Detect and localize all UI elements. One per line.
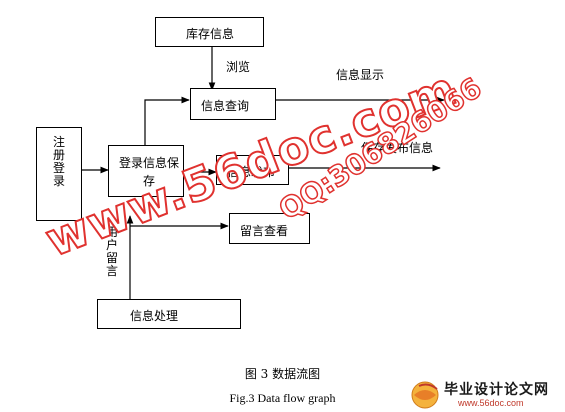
edge-label-browse: 浏览 <box>226 60 251 74</box>
node-save-login-label: 登录信息保存 <box>118 156 179 188</box>
edge-label-user-comment: 用户留言 <box>105 225 118 278</box>
node-processing-label: 信息处理 <box>130 309 179 323</box>
node-inventory-label: 库存信息 <box>186 27 235 41</box>
arrow-save-to-query <box>144 96 190 145</box>
brand-globe-icon <box>411 381 439 409</box>
edge-label-display: 信息显示 <box>336 68 385 82</box>
node-comment: 留言查看 <box>229 213 310 244</box>
edge-label-save-publish: 保存发布信息 <box>361 141 434 155</box>
brand-url: www.56doc.com <box>458 398 524 408</box>
node-publish: 信息发布 <box>216 155 289 185</box>
caption-en: Fig.3 Data flow graph <box>229 391 336 405</box>
brand-name: 毕业设计论文网 <box>444 382 549 398</box>
node-processing: 信息处理 <box>97 299 241 329</box>
node-query-label: 信息查询 <box>201 99 250 113</box>
caption-cn: 图 3 数据流图 <box>244 367 321 381</box>
node-publish-label: 信息发布 <box>227 165 276 179</box>
node-register-label: 注册登录 <box>52 135 65 188</box>
node-comment-label: 留言查看 <box>240 224 289 238</box>
node-register: 注册登录 <box>36 127 82 221</box>
node-query: 信息查询 <box>190 88 276 120</box>
node-inventory: 库存信息 <box>155 17 264 47</box>
node-save-login: 登录信息保存 <box>108 145 184 197</box>
brand-logo: 毕业设计论文网 www.56doc.com <box>408 377 565 412</box>
